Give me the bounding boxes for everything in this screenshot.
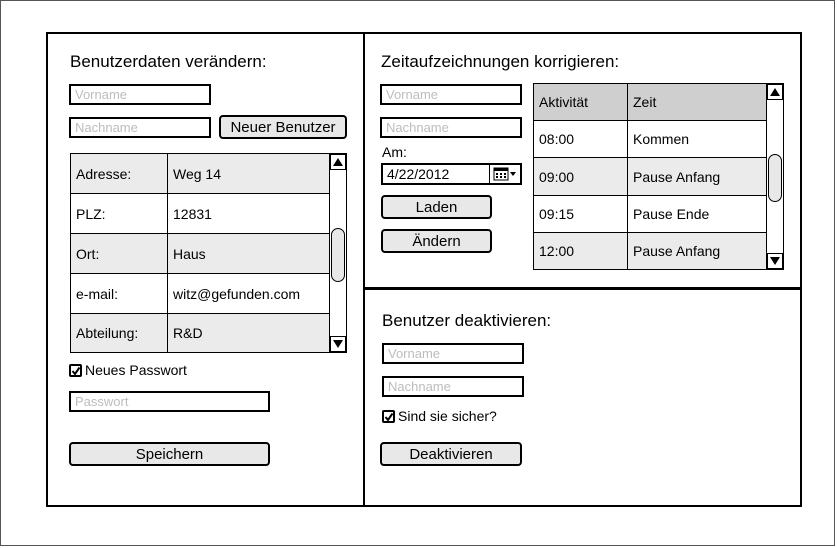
new-password-label: Neues Passwort	[85, 362, 187, 378]
address-value[interactable]: Weg 14	[173, 165, 221, 182]
deactivate-first-name-input[interactable]	[382, 343, 524, 364]
table-row[interactable]: 12:00 Pause Anfang	[534, 233, 767, 269]
time-table-scrollbar[interactable]	[766, 84, 783, 269]
address-key: Adresse:	[71, 154, 168, 193]
check-icon	[384, 412, 394, 422]
table-row[interactable]: 08:00 Kommen	[534, 121, 767, 158]
checkbox-box[interactable]	[382, 409, 395, 423]
scroll-thumb[interactable]	[331, 228, 345, 282]
time-records-table: Aktivität Zeit 08:00 Kommen 09:00 Pause …	[533, 83, 784, 270]
date-value[interactable]: 4/22/2012	[387, 166, 450, 182]
table-row[interactable]: 09:15 Pause Ende	[534, 196, 767, 233]
check-icon	[71, 366, 81, 376]
scroll-down-arrow-icon[interactable]	[330, 336, 346, 352]
department-key: Abteilung:	[71, 314, 168, 352]
row-time: 08:00	[534, 121, 628, 157]
user-first-name-input[interactable]	[69, 84, 211, 105]
table-row: e-mail: witz@gefunden.com	[71, 274, 330, 314]
calendar-dropdown[interactable]	[489, 165, 520, 183]
row-activity: Pause Anfang	[633, 168, 721, 185]
new-password-checkbox[interactable]: Neues Passwort	[69, 362, 187, 378]
time-last-name-input[interactable]	[380, 117, 522, 138]
scroll-thumb[interactable]	[768, 154, 782, 202]
email-value[interactable]: witz@gefunden.com	[173, 285, 301, 302]
row-activity: Kommen	[633, 131, 690, 147]
row-time: 12:00	[534, 233, 628, 269]
confirm-label: Sind sie sicher?	[398, 408, 497, 424]
row-time: 09:15	[534, 196, 628, 232]
row-time: 09:00	[534, 158, 628, 195]
calendar-icon	[493, 167, 516, 181]
row-activity: Pause Ende	[633, 206, 710, 222]
checkbox-box[interactable]	[69, 363, 82, 377]
time-first-name-input[interactable]	[380, 84, 522, 105]
new-user-button[interactable]: Neuer Benutzer	[219, 115, 347, 139]
time-records-title: Zeitaufzeichnungen korrigieren:	[381, 52, 620, 71]
scroll-up-arrow-icon[interactable]	[767, 84, 783, 100]
table-row: PLZ: 12831	[71, 194, 330, 234]
password-input[interactable]	[69, 391, 270, 412]
user-data-title: Benutzerdaten verändern:	[70, 52, 267, 71]
date-label: Am:	[382, 144, 407, 160]
zip-key: PLZ:	[71, 194, 168, 233]
user-last-name-input[interactable]	[69, 117, 211, 138]
load-button[interactable]: Laden	[381, 195, 492, 219]
scroll-up-arrow-icon[interactable]	[330, 154, 346, 170]
deactivate-user-title: Benutzer deaktivieren:	[382, 311, 552, 330]
table-row: Adresse: Weg 14	[71, 154, 330, 194]
zip-value[interactable]: 12831	[173, 205, 212, 222]
column-header-time[interactable]: Zeit	[633, 94, 657, 110]
city-value[interactable]: Haus	[173, 245, 206, 262]
save-button[interactable]: Speichern	[69, 442, 270, 466]
table-row[interactable]: 09:00 Pause Anfang	[534, 158, 767, 196]
change-button[interactable]: Ändern	[381, 229, 492, 253]
table-row: Abteilung: R&D	[71, 314, 330, 352]
date-picker[interactable]: 4/22/2012	[381, 163, 522, 185]
user-table-scrollbar[interactable]	[329, 154, 346, 352]
scroll-down-arrow-icon[interactable]	[767, 253, 783, 269]
user-details-table: Adresse: Weg 14 PLZ: 12831 Ort: Haus e-m…	[70, 153, 347, 353]
deactivate-last-name-input[interactable]	[382, 376, 524, 397]
deactivate-button[interactable]: Deaktivieren	[380, 442, 522, 466]
city-key: Ort:	[71, 234, 168, 273]
table-row: Ort: Haus	[71, 234, 330, 274]
department-value[interactable]: R&D	[173, 325, 203, 341]
deactivate-user-panel	[363, 287, 802, 507]
column-header-activity[interactable]: Aktivität	[534, 84, 628, 120]
row-activity: Pause Anfang	[633, 243, 721, 259]
email-key: e-mail:	[71, 274, 168, 313]
table-header-row: Aktivität Zeit	[534, 84, 767, 121]
confirm-checkbox[interactable]: Sind sie sicher?	[382, 408, 497, 424]
